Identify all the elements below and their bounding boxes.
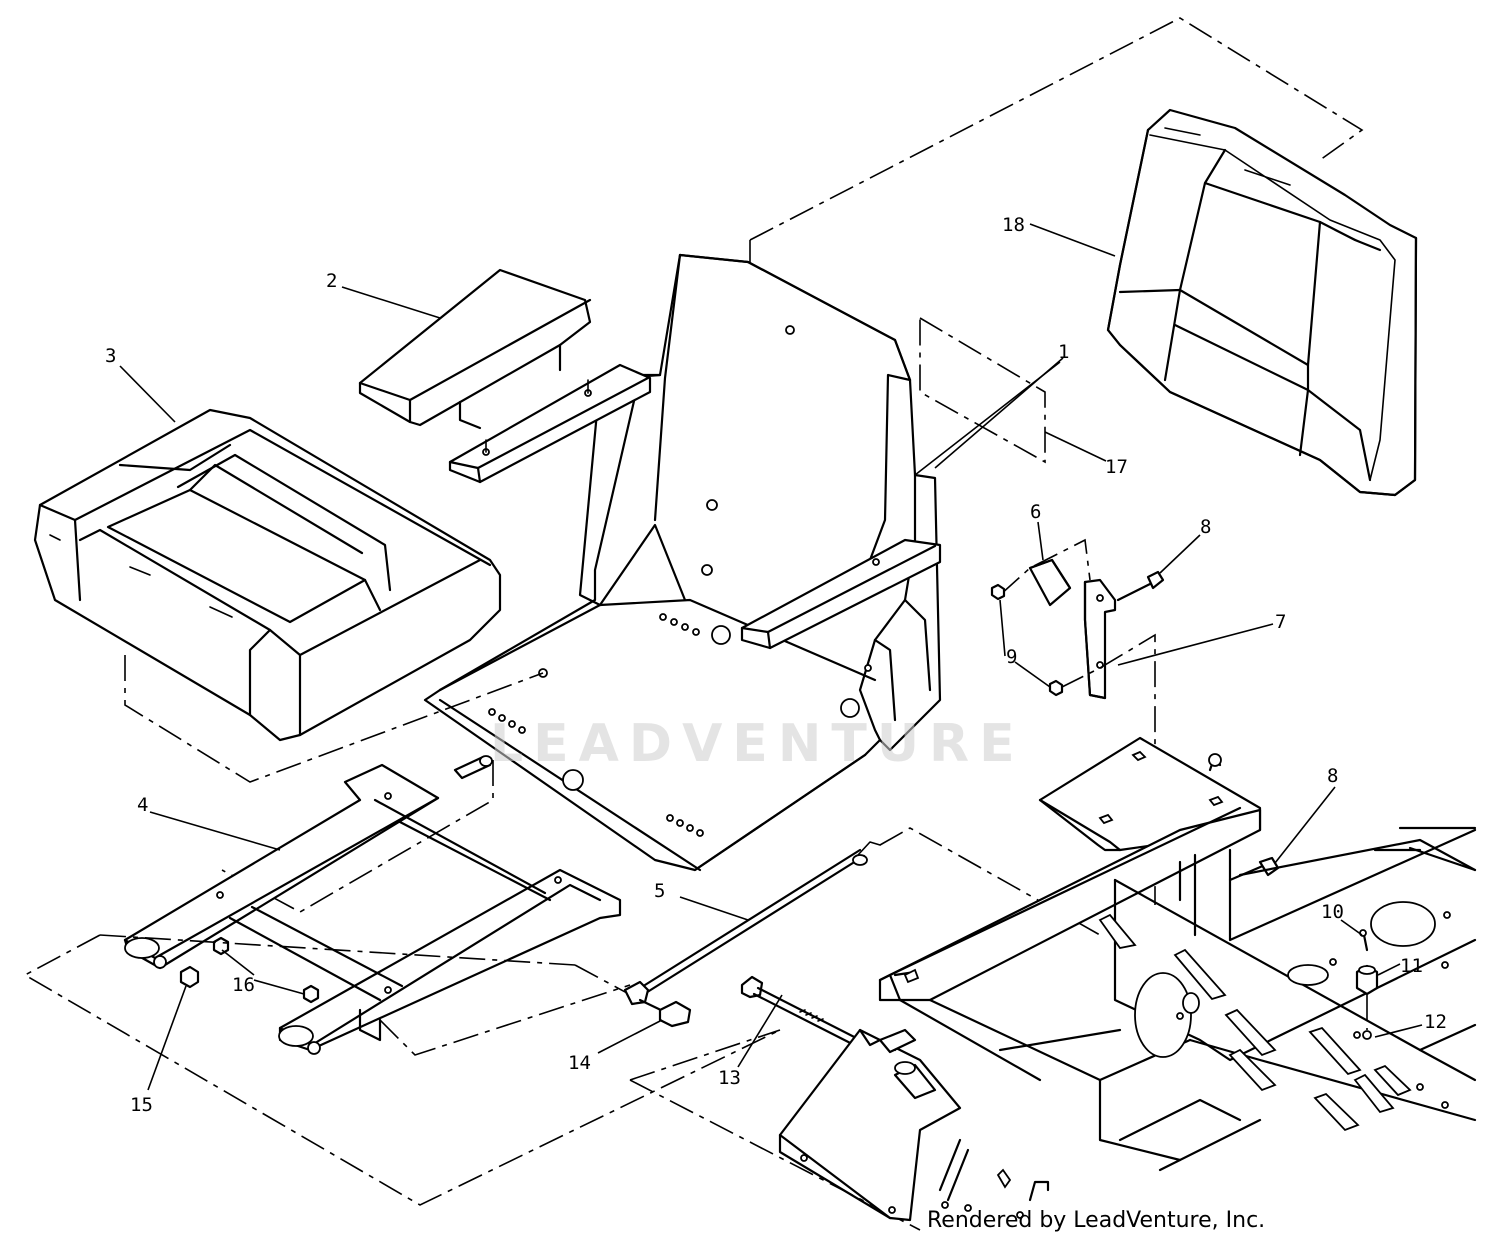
part-11-spacer (1355, 964, 1379, 996)
phantom-line-lower-3 (99, 934, 576, 966)
callout-8-bottom: 8 (1327, 765, 1339, 787)
render-credit: Rendered by LeadVenture, Inc. (927, 1208, 1266, 1233)
part-18-back-cushion (1106, 108, 1418, 497)
channel-rail (878, 806, 1262, 1002)
leader-lines (119, 223, 1423, 1091)
part-9-nut-b (1048, 679, 1064, 697)
part-16-nut-b (302, 984, 320, 1004)
phantom-line-bracket (999, 538, 1091, 596)
part-16-nut-a (212, 936, 230, 956)
part-17-decal-outline (919, 316, 1046, 464)
part-7-bracket (1083, 578, 1117, 700)
phantom-line-lower (23, 934, 781, 1206)
phantom-line-rod-2 (879, 827, 1101, 936)
part-5-rod (623, 841, 881, 1006)
callout-5: 5 (654, 880, 666, 902)
part-1-seat-pan (423, 253, 942, 872)
callout-10: 10 (1321, 901, 1344, 923)
part-3-seat-cushion (33, 408, 502, 742)
callout-15: 15 (130, 1094, 153, 1116)
callout-7: 7 (1275, 611, 1287, 633)
part-4-seat-frame (123, 763, 622, 1055)
lower-plate (778, 1028, 1050, 1222)
callout-11: 11 (1400, 955, 1423, 977)
callout-12: 12 (1424, 1011, 1447, 1033)
part-6-plate (1028, 558, 1072, 607)
callout-4: 4 (137, 794, 149, 816)
part-2-armrest-bracket (448, 363, 652, 484)
part-10-screw (1359, 929, 1369, 952)
part-12-washer (1362, 1030, 1372, 1040)
phantom-line-rod (379, 984, 631, 1056)
part-15-nut (179, 965, 200, 989)
callout-16: 16 (232, 974, 255, 996)
callout-9: 9 (1006, 646, 1018, 668)
watermark-text: LEADVENTURE (490, 714, 1025, 774)
callout-2: 2 (326, 270, 338, 292)
callout-17: 17 (1105, 456, 1128, 478)
callout-3: 3 (105, 345, 117, 367)
part-1-right-arm-rail (740, 538, 942, 650)
phantom-line-top (749, 17, 1364, 241)
chassis-frame (898, 826, 1477, 1172)
callout-8-top: 8 (1200, 516, 1212, 538)
part-14-bolt (638, 998, 692, 1028)
callout-18: 18 (1002, 214, 1025, 236)
mounting-plate (1038, 736, 1262, 852)
part-2-armrest (358, 268, 592, 430)
phantom-line-cushion (124, 655, 544, 783)
part-8-bolt-a (1116, 570, 1165, 602)
phantom-line-lower-5 (629, 1029, 781, 1081)
callout-13: 13 (718, 1067, 741, 1089)
callout-6: 6 (1030, 501, 1042, 523)
part-13-long-bolt (740, 975, 872, 1053)
callout-1: 1 (1058, 341, 1070, 363)
callout-14: 14 (568, 1052, 591, 1074)
pivot-pin (453, 755, 493, 780)
part-9-nut-a (990, 583, 1006, 601)
